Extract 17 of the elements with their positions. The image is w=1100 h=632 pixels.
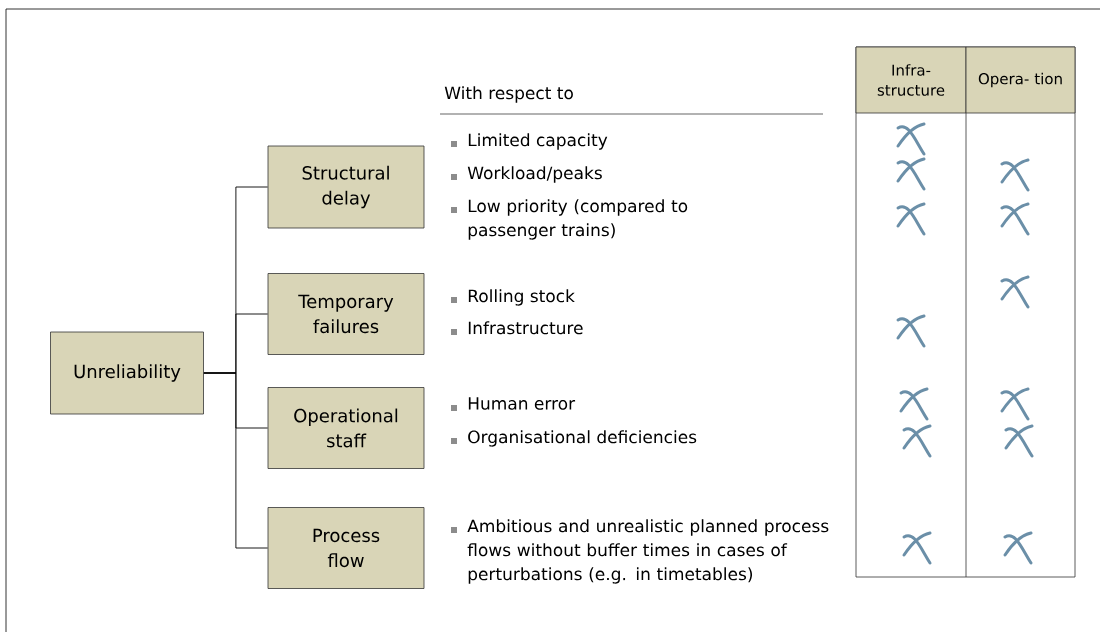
connector-line bbox=[203, 372, 269, 549]
bullet-text: Human error bbox=[468, 397, 576, 410]
header-cell: Opera- tion bbox=[965, 46, 1076, 114]
category-box: Temporary failures bbox=[267, 273, 425, 355]
category-box: Process flow bbox=[267, 507, 425, 589]
bullet-text: Limited capacity bbox=[468, 133, 608, 150]
category-box: Unreliability bbox=[50, 331, 204, 415]
bullet-text: Infrastructure bbox=[468, 321, 583, 335]
bullet-text: Low priority (compared to passenger trains) bbox=[468, 199, 688, 240]
category-box: Structural delay bbox=[267, 145, 425, 229]
header-cell: Infra- structure bbox=[855, 46, 967, 114]
bullet-text: Rolling stock bbox=[468, 289, 575, 306]
heading: With respect to bbox=[444, 86, 573, 103]
bullet-text: Organisational deficiencies bbox=[468, 430, 697, 447]
bullet-text: Workload/peaks bbox=[467, 166, 602, 183]
category-box: Operational staff bbox=[267, 387, 425, 469]
bullet-text: Ambitious and unrealistic planned process flows without buffer times in cases of perturbations (e.g. in timetables) bbox=[467, 519, 829, 584]
